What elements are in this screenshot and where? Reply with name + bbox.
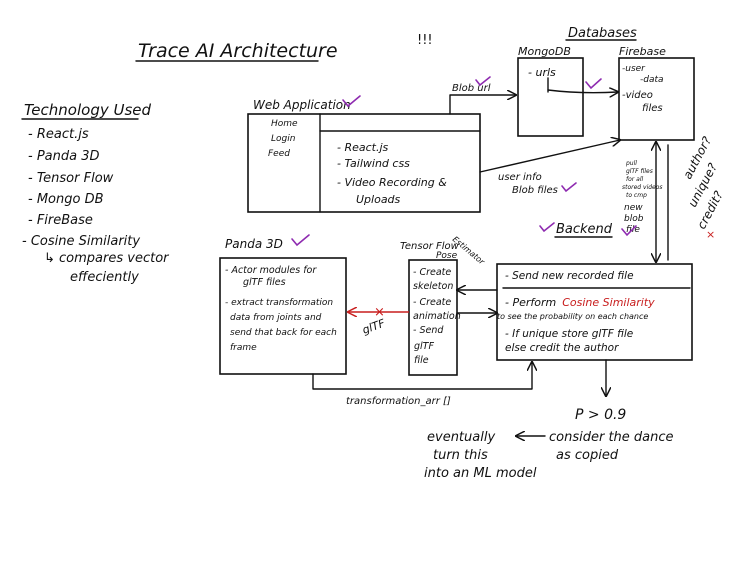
backend-item: - Send new recorded file	[505, 270, 634, 282]
side-note-x: ×	[706, 228, 715, 241]
panda-box	[219, 257, 347, 375]
pull-note-line: for all	[626, 176, 644, 183]
tensorflow-item: - Send	[413, 325, 444, 336]
web-to-mongodb-arrow	[449, 95, 516, 115]
tensorflow-sub: Pose	[436, 251, 458, 261]
user-info-label: user info	[498, 172, 542, 183]
web-app-box	[247, 113, 481, 213]
threshold-text: as copied	[556, 448, 619, 463]
panda-item: - Actor modules for	[225, 265, 317, 276]
backend-item: to see the probability on each chance	[497, 312, 648, 321]
tensorflow-box	[408, 259, 458, 376]
panda-item: data from joints and	[230, 313, 322, 323]
blob-url-label: Blob url	[452, 83, 491, 94]
pull-note: pull glTF files for all stored videos to…	[622, 160, 663, 199]
tensorflow-item: - Create	[413, 267, 451, 278]
new-blob-line: new	[624, 203, 643, 213]
check-mark	[539, 222, 555, 233]
backend-item: - If unique store glTF file	[505, 328, 633, 340]
blob-files-label: Blob files	[512, 185, 558, 196]
tech-item: - Cosine Similarity	[22, 234, 140, 249]
check-mark	[475, 76, 491, 87]
tech-note: effeciently	[70, 270, 139, 285]
pull-note-line: glTF files	[626, 168, 653, 175]
tensorflow-item: skeleton	[413, 281, 453, 292]
new-blob-line: blob	[624, 214, 644, 224]
future-text: turn this	[433, 448, 488, 463]
threshold-p: P > 0.9	[575, 407, 626, 423]
databases-label: Databases	[568, 26, 637, 41]
tech-list: - React.js - Panda 3D - Tensor Flow - Mo…	[22, 127, 170, 285]
web-nav-item: Feed	[268, 149, 290, 159]
panda-item: send that back for each	[230, 328, 337, 338]
tech-heading: Technology Used	[24, 101, 152, 119]
check-mark	[291, 234, 310, 247]
mongodb-box	[517, 57, 584, 137]
web-stack-item: - React.js	[337, 141, 389, 154]
tech-item: - Panda 3D	[28, 149, 100, 164]
panda-item: - extract transformation	[225, 298, 333, 308]
firebase-item: -user	[622, 64, 646, 74]
firebase-item: -data	[640, 75, 664, 85]
web-nav-item: Home	[271, 119, 298, 129]
future-text: into an ML model	[424, 466, 537, 481]
pull-note-line: stored videos	[622, 184, 663, 191]
tensorflow-item: glTF	[414, 341, 434, 352]
mongodb-label: MongoDB	[518, 45, 571, 58]
mongodb-item: - urls	[528, 66, 556, 79]
web-stack-item: - Video Recording &	[337, 176, 447, 189]
backend-item: else credit the author	[505, 342, 619, 354]
diagram-title: Trace AI Architecture	[138, 40, 338, 62]
tensorflow-item: - Create	[413, 297, 451, 308]
urls-to-files-arrow	[547, 90, 618, 93]
panda-to-backend-arrow	[312, 362, 532, 390]
tensorflow-label: Tensor Flow	[400, 241, 460, 252]
panda-label: Panda 3D	[225, 237, 283, 251]
firebase-box	[618, 57, 695, 141]
backend-label: Backend	[556, 222, 613, 237]
web-stack-item: - Tailwind css	[337, 157, 410, 170]
transform-label: transformation_arr []	[346, 396, 451, 407]
tech-item: - FireBase	[28, 213, 93, 228]
check-mark	[585, 78, 602, 90]
tech-item: - Tensor Flow	[28, 171, 114, 186]
panda-item: glTF files	[243, 277, 286, 288]
firebase-item: -video	[622, 90, 653, 101]
web-nav-item: Login	[271, 134, 296, 144]
check-mark	[342, 95, 361, 108]
pull-note-line: pull	[625, 160, 637, 167]
web-app-label: Web Application	[253, 98, 351, 112]
threshold-text: consider the dance	[549, 430, 674, 445]
panda-item: frame	[230, 343, 257, 353]
web-to-firebase-arrow	[479, 140, 620, 173]
web-stack-item: Uploads	[356, 193, 401, 206]
tensorflow-item: file	[414, 355, 429, 366]
firebase-item: files	[642, 103, 663, 114]
check-mark	[561, 182, 577, 193]
gltf-arrow-x: ×	[374, 305, 385, 320]
scribble-mark: !!!	[417, 33, 433, 48]
tech-item: - Mongo DB	[28, 192, 104, 207]
firebase-label: Firebase	[619, 45, 666, 58]
future-text: eventually	[427, 430, 495, 445]
new-blob-line: file	[626, 225, 640, 235]
check-mark	[621, 225, 637, 237]
tech-item: - React.js	[28, 127, 89, 142]
pull-note-line: to cmp	[626, 192, 647, 199]
tensorflow-item: animation	[413, 311, 461, 322]
tech-note: ↳ compares vector	[44, 251, 170, 266]
